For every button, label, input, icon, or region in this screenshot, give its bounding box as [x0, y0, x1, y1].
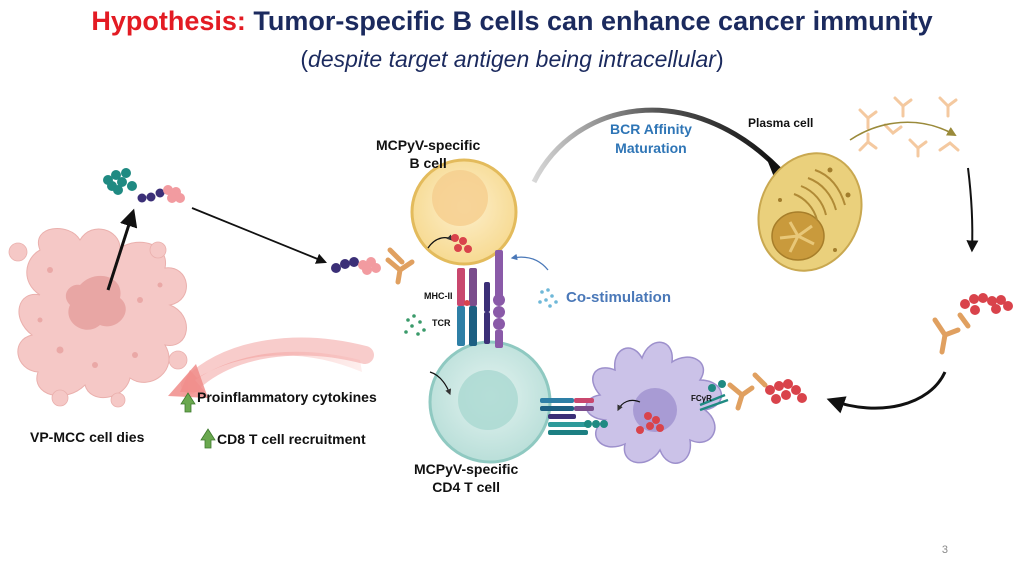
vp-mcc-label: VP-MCC cell dies [30, 429, 145, 445]
synapse-b-t [457, 250, 505, 348]
slide-subtitle: (despite target antigen being intracellu… [300, 46, 724, 72]
cytokines-label: Proinflammatory cytokines [197, 389, 377, 405]
plasma-cell [757, 152, 863, 272]
subtitle-text: despite target antigen being intracellul… [308, 46, 716, 72]
return-arrow [826, 371, 947, 414]
cd8-label: CD8 T cell recruitment [217, 431, 366, 447]
slide-title: Hypothesis: Tumor-specific B cells can e… [0, 6, 1024, 37]
plasma-cell-label: Plasma cell [748, 116, 814, 130]
release-arrow [106, 208, 138, 291]
mhc-label: MHC-II [424, 291, 453, 301]
title-prefix: Hypothesis: [91, 6, 246, 36]
up-arrow-icon [180, 392, 196, 413]
b-cell [410, 158, 518, 266]
antibody-antigen-complex-right [932, 293, 1013, 355]
antigen-fragment-top [103, 168, 185, 203]
synapse-t-dc [540, 398, 608, 435]
b-cell-label: MCPyV-specific B cell [376, 137, 481, 171]
tcr-label: TCR [432, 318, 451, 328]
right-down-arrow [966, 167, 979, 253]
title-main: Tumor-specific B cells can enhance cance… [253, 6, 933, 36]
antigen-fragment-bound [331, 257, 381, 275]
costim-arrow [510, 253, 549, 271]
cd4-t-cell-label: MCPyV-specific CD4 T cell [414, 461, 519, 495]
fcr-label: FCγR [691, 394, 712, 403]
costim-dots [538, 288, 558, 308]
secreted-antibodies [858, 96, 960, 158]
antigen-to-b-cell-arrow [191, 207, 328, 264]
cd4-t-cell [428, 340, 552, 464]
up-arrow-icon [200, 428, 216, 449]
slide-number: 3 [941, 544, 948, 556]
antibody-antigen-complex-dc [727, 372, 807, 411]
bcr-maturation-label: BCR Affinity Maturation [610, 121, 692, 156]
secretion-arrow [849, 121, 957, 141]
tumor-cell [8, 228, 188, 408]
dendritic-cell [585, 341, 729, 464]
bcr-antibody [385, 247, 415, 285]
maturation-arrow [531, 107, 782, 184]
costim-label: Co-stimulation [566, 289, 671, 306]
cytokine-dots [404, 314, 426, 336]
